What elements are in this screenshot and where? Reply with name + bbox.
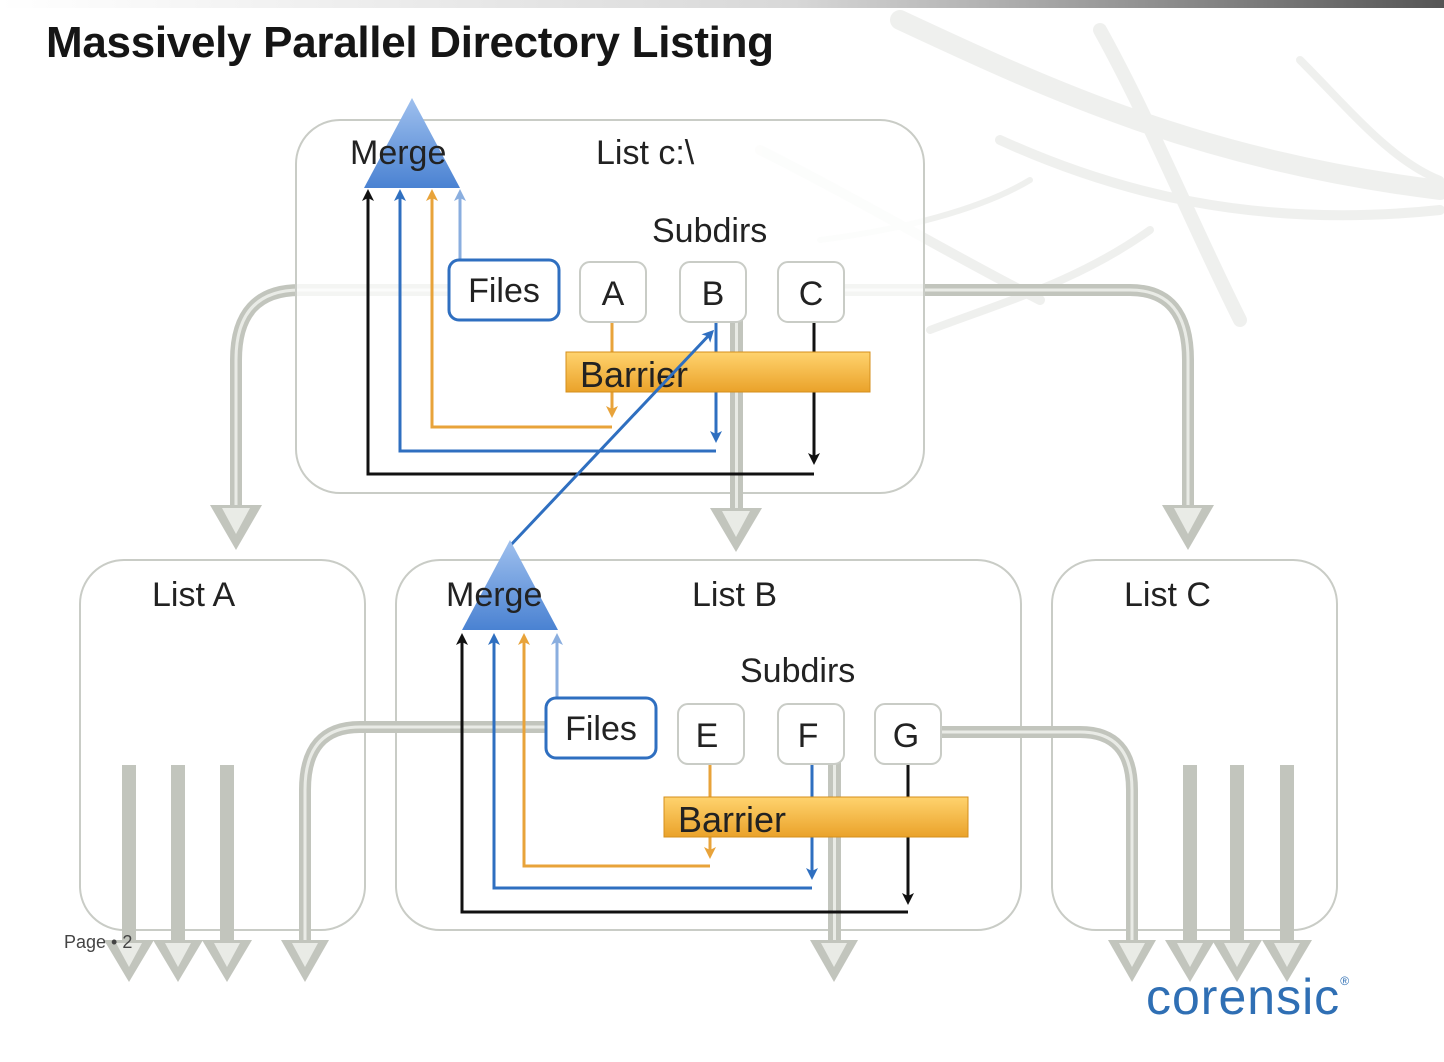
node-a	[579, 261, 647, 323]
list-c-outputs	[1165, 765, 1312, 982]
list-a-outputs	[104, 765, 252, 982]
top-merge-triangle	[364, 98, 460, 188]
slide-title: Massively Parallel Directory Listing	[46, 18, 774, 67]
list-a-title: List A	[152, 576, 235, 614]
node-b	[679, 261, 747, 323]
brand-name: corensic	[1146, 969, 1341, 1025]
background-tree-decoration	[755, 10, 1444, 334]
top-merge-label: Merge	[350, 134, 446, 172]
top-box-title: List c:\	[596, 134, 695, 172]
node-e	[677, 703, 745, 765]
trademark-mark: ®	[1340, 974, 1351, 988]
b-files-label: Files	[565, 710, 637, 748]
node-g	[874, 703, 942, 765]
b-barrier-label: Barrier	[678, 799, 786, 840]
node-a-label: A	[602, 275, 625, 313]
node-f-label: F	[798, 717, 819, 755]
b-merge-label: Merge	[446, 576, 542, 614]
node-f	[777, 703, 845, 765]
b-merge-triangle	[462, 540, 558, 630]
top-files-box	[447, 258, 561, 322]
b-subdirs-label: Subdirs	[740, 652, 855, 690]
list-c-title: List C	[1124, 576, 1211, 614]
b-files-box	[544, 696, 658, 760]
top-bar	[0, 0, 1444, 8]
top-barrier	[565, 351, 871, 393]
top-subdir-nodes: A B C	[579, 261, 845, 323]
top-subdirs-label: Subdirs	[652, 212, 767, 250]
node-e-label: E	[696, 717, 719, 755]
flow-to-list-c	[845, 284, 1214, 550]
top-files-label: Files	[468, 272, 540, 310]
node-b-label: B	[702, 275, 725, 313]
node-c-label: C	[799, 275, 824, 313]
page-number: Page • 2	[64, 932, 133, 952]
corensic-logo: corensic®	[1146, 968, 1350, 1026]
merge-to-node-b-arrow	[506, 329, 715, 550]
flow-list-b-right	[940, 726, 1156, 982]
flow-to-list-a	[210, 284, 450, 550]
node-c	[777, 261, 845, 323]
b-subdir-nodes: E F G	[677, 703, 942, 765]
flow-list-b-left	[281, 721, 550, 982]
list-b-title: List B	[692, 576, 777, 614]
node-g-label: G	[893, 717, 919, 755]
b-barrier	[663, 796, 969, 838]
